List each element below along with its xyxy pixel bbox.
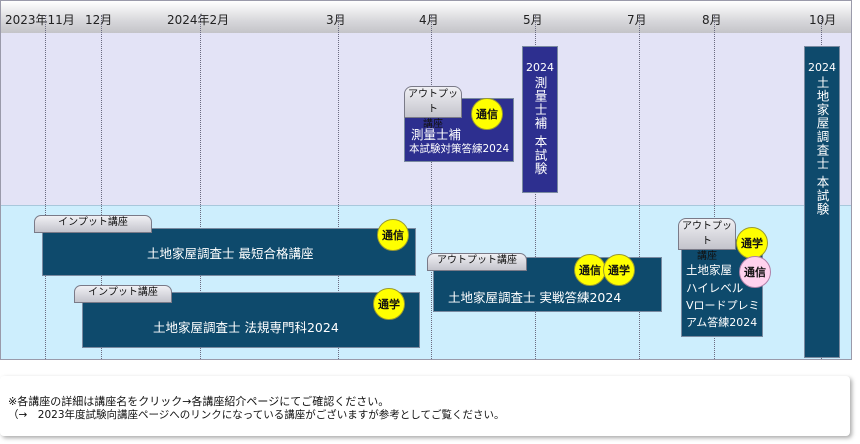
- tag-label: アウトプット: [682, 221, 732, 247]
- note-line-2: （→ 2023年度試験向講座ページへのリンクになっている講座がございますが参考と…: [8, 409, 505, 421]
- month-gridline: [431, 15, 432, 359]
- month-label-may: 5月: [523, 13, 543, 27]
- exam-year: 2024: [526, 61, 554, 74]
- month-label-oct: 10月: [809, 13, 837, 27]
- badge-tsugaku: 通学: [373, 288, 405, 320]
- tag-label: 講座: [423, 119, 443, 130]
- course-title-line: Vロードプレミ: [686, 299, 760, 312]
- badge-tsugaku: 通学: [603, 254, 635, 286]
- tag-label: アウトプット: [408, 89, 458, 115]
- course-title-line: ハイレベル: [686, 281, 744, 295]
- course-title: 土地家屋調査士 最短合格講座: [147, 246, 314, 261]
- month-label-jul: 7月: [627, 13, 647, 27]
- month-label-apr: 4月: [419, 13, 439, 27]
- month-label-feb-2024: 2024年2月: [167, 13, 230, 27]
- course-title-line: 測量士補: [411, 127, 462, 142]
- badge-tsushin: 通信: [471, 98, 503, 130]
- month-label-aug: 8月: [702, 13, 722, 27]
- badge-tsushin: 通信: [574, 254, 606, 286]
- month-gridline: [101, 15, 102, 359]
- badge-tsugaku: 通学: [736, 227, 768, 259]
- exam-year: 2024: [808, 61, 836, 74]
- month-gridline: [639, 15, 640, 359]
- badge-tsushin: 通信: [377, 219, 409, 251]
- course-title-line: 本試験対策答練2024: [409, 143, 510, 155]
- input-course-tag: インプット講座: [74, 285, 172, 303]
- month-label-dec: 12月: [85, 13, 113, 27]
- exam-tochi-kaoku-honshiken[interactable]: 2024 土地家屋調査士 本試験: [804, 46, 840, 358]
- input-course-tag: インプット講座: [34, 215, 152, 233]
- course-title-line: アム答練2024: [686, 316, 758, 329]
- exam-sokuryo-honshiken[interactable]: 2024 測量士補 本試験: [522, 46, 558, 193]
- month-label-mar: 3月: [326, 13, 346, 27]
- month-gridline: [714, 15, 715, 359]
- exam-title: 測量士補 本試験: [532, 76, 548, 176]
- exam-title: 土地家屋調査士 本試験: [814, 76, 830, 216]
- badge-tsushin: 通信: [739, 256, 771, 288]
- month-header: 2023年11月 12月 2024年2月 3月 4月 5月 7月 8月 10月: [1, 1, 851, 34]
- course-tochi-saitan-gokaku[interactable]: 土地家屋調査士 最短合格講座: [42, 228, 416, 276]
- output-course-tag: アウトプット講座: [427, 253, 527, 271]
- output-course-tag: アウトプット 講座: [404, 86, 462, 130]
- month-gridline: [45, 15, 46, 359]
- course-title-line: 土地家屋: [686, 263, 732, 277]
- tag-label: 講座: [697, 251, 717, 262]
- course-title: 土地家屋調査士 実戦答練2024: [448, 290, 622, 305]
- course-title: 土地家屋調査士 法規専門科2024: [153, 320, 339, 335]
- note-line-1: ※各講座の詳細は講座名をクリック→各講座紹介ページにてご確認ください。: [8, 395, 390, 408]
- output-course-tag: アウトプット 講座: [678, 218, 736, 262]
- month-label-nov-2023: 2023年11月: [5, 13, 75, 27]
- month-gridline: [338, 15, 339, 359]
- notes-panel: ※各講座の詳細は講座名をクリック→各講座紹介ページにてご確認ください。 （→ 2…: [0, 376, 850, 436]
- month-gridline: [200, 15, 201, 359]
